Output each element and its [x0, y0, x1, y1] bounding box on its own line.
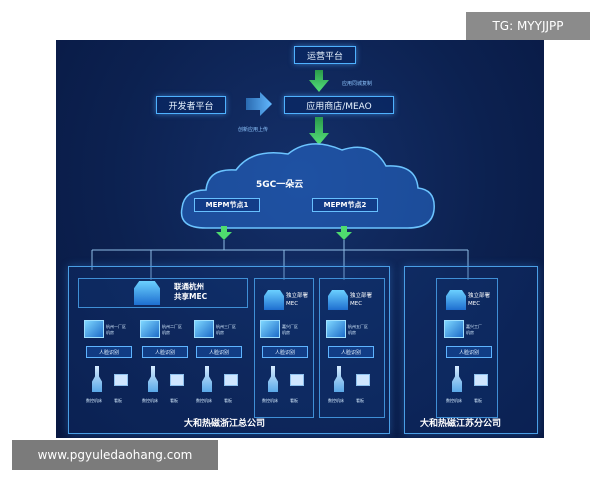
independent-mec-1-line2: MEC	[286, 301, 299, 307]
footer-zhejiang: 大和热磁浙江总公司	[184, 419, 266, 429]
monitor-icon	[224, 374, 238, 386]
operations-platform-label: 运营平台	[306, 51, 343, 62]
shared-mec-label: 联通杭州 共享MEC	[174, 282, 207, 302]
cube-icon	[444, 320, 464, 338]
developer-platform-box[interactable]: 开发者平台	[156, 96, 226, 114]
server-icon	[446, 290, 466, 310]
cube-icon	[194, 320, 214, 338]
machine-room-label: 机房	[162, 330, 170, 335]
machine-room-label: 机房	[106, 330, 114, 335]
mepm-node-1-label: MEPM节点1	[205, 201, 249, 209]
arrow-dev-to-store	[246, 92, 272, 116]
upload-label: 创新应用上传	[238, 127, 269, 133]
cnc-machine-label: 数控机床	[328, 398, 344, 403]
monitor-icon	[114, 374, 128, 386]
dashboard-label: 看板	[224, 398, 232, 403]
face-recognition-box: 人脸识别	[262, 346, 308, 358]
cloud-shape	[180, 143, 435, 229]
robot-arm-icon	[92, 366, 102, 392]
arrow-mepm1	[216, 226, 232, 240]
server-icon	[328, 290, 348, 310]
mepm-node-2-label: MEPM节点2	[323, 201, 367, 209]
cnc-machine-label: 数控机床	[142, 398, 158, 403]
dashboard-label: 看板	[356, 398, 364, 403]
cube-icon	[140, 320, 160, 338]
dashboard-label: 看板	[114, 398, 122, 403]
independent-mec-2-line2: MEC	[350, 301, 363, 307]
factory-label: 杭州二厂区	[162, 324, 182, 329]
factory-label: 杭州五厂区	[348, 324, 368, 329]
architecture-diagram: 运营平台 应用同城复制 开发者平台 应用商店/MEAO 创新应用上传 5GC一朵…	[56, 40, 544, 438]
independent-mec-3-line2: MEC	[468, 301, 481, 307]
cnc-machine-label: 数控机床	[196, 398, 212, 403]
cube-icon	[326, 320, 346, 338]
monitor-icon	[356, 374, 370, 386]
factory-label: 杭州三厂区	[216, 324, 236, 329]
cnc-machine-label: 数控机床	[446, 398, 462, 403]
factory-label: 嘉兴厂区	[282, 324, 298, 329]
arrow-mepm2	[336, 226, 352, 240]
app-store-box[interactable]: 应用商店/MEAO	[284, 96, 394, 114]
server-icon	[264, 290, 284, 310]
robot-arm-icon	[334, 366, 344, 392]
monitor-icon	[290, 374, 304, 386]
machine-room-label: 机房	[348, 330, 356, 335]
robot-arm-icon	[268, 366, 278, 392]
cube-icon	[260, 320, 280, 338]
face-recognition-box: 人脸识别	[142, 346, 188, 358]
publish-label: 应用同城复制	[342, 81, 373, 87]
developer-platform-label: 开发者平台	[168, 101, 214, 112]
face-recognition-box: 人脸识别	[446, 346, 492, 358]
monitor-icon	[170, 374, 184, 386]
robot-arm-icon	[148, 366, 158, 392]
dashboard-label: 看板	[170, 398, 178, 403]
face-recognition-box: 人脸识别	[86, 346, 132, 358]
face-recognition-box: 人脸识别	[196, 346, 242, 358]
machine-room-label: 机房	[466, 330, 474, 335]
cnc-machine-label: 数控机床	[262, 398, 278, 403]
independent-mec-1-label: 独立部署 MEC	[286, 292, 308, 308]
robot-arm-icon	[202, 366, 212, 392]
factory-label: 嘉兴工厂	[466, 324, 482, 329]
operations-platform-box[interactable]: 运营平台	[294, 46, 356, 64]
independent-mec-3-label: 独立部署 MEC	[468, 292, 490, 308]
cnc-machine-label: 数控机床	[86, 398, 102, 403]
app-store-label: 应用商店/MEAO	[306, 101, 372, 112]
machine-room-label: 机房	[282, 330, 290, 335]
independent-mec-2-line1: 独立部署	[350, 293, 373, 299]
cloud-title: 5GC一朵云	[256, 180, 304, 190]
monitor-icon	[474, 374, 488, 386]
arrow-upload	[309, 117, 329, 145]
tg-badge: TG: MYYJJPP	[466, 12, 590, 40]
mepm-node-2[interactable]: MEPM节点2	[312, 198, 378, 212]
robot-arm-icon	[452, 366, 462, 392]
factory-label: 杭州一厂区	[106, 324, 126, 329]
independent-mec-1-line1: 独立部署	[286, 293, 309, 299]
mepm-node-1[interactable]: MEPM节点1	[194, 198, 260, 212]
dashboard-label: 看板	[474, 398, 482, 403]
face-recognition-box: 人脸识别	[328, 346, 374, 358]
arrow-publish	[309, 70, 329, 92]
machine-room-label: 机房	[216, 330, 224, 335]
cube-icon	[84, 320, 104, 338]
shared-mec-line2: 共享MEC	[174, 292, 208, 301]
footer-jiangsu: 大和热磁江苏分公司	[420, 419, 502, 429]
shared-mec-line1: 联通杭州	[174, 282, 204, 291]
dashboard-label: 看板	[290, 398, 298, 403]
independent-mec-2-label: 独立部署 MEC	[350, 292, 372, 308]
independent-mec-3-line1: 独立部署	[468, 293, 491, 299]
watermark: www.pgyuledaohang.com	[12, 440, 218, 470]
shared-mec-box	[78, 278, 248, 308]
server-icon	[134, 281, 160, 305]
